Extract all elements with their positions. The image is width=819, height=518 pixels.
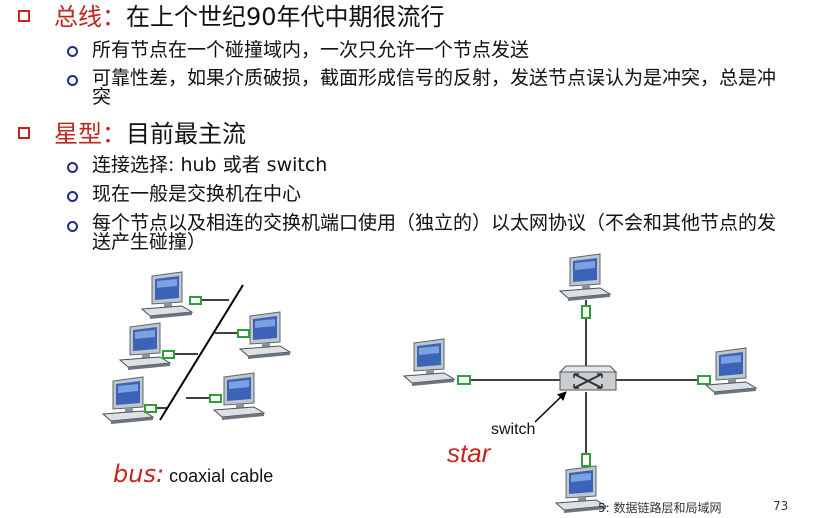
star-pc-top [559, 253, 611, 319]
circle-bullet-icon [67, 75, 78, 86]
bus-pc-3 [102, 376, 167, 425]
switch-device [558, 365, 618, 391]
circle-bullet-icon [67, 191, 78, 202]
bus-pc-2 [119, 322, 198, 371]
topology-diagram [102, 253, 757, 514]
bus-network [102, 271, 291, 425]
bullet-2-sub-3: 每个节点以及相连的交换机端口使用（独立的）以太网协议（不会和其他节点的发送产生碰… [92, 212, 777, 253]
bus-pc-5 [186, 372, 265, 421]
bullet-2-sub-1: 连接选择: hub 或者 switch [92, 154, 328, 176]
star-pc-right [697, 347, 757, 396]
star-pc-left [403, 338, 471, 387]
star-pc-bottom [555, 453, 607, 514]
footer-chapter: 5: 数据链路层和局域网 [598, 501, 722, 515]
bullet-2: 星型：目前最主流 [54, 121, 246, 147]
bullet-1-head: 总线： [54, 3, 126, 31]
star-label: star [447, 438, 491, 468]
bullet-1-text: 在上个世纪90年代中期很流行 [126, 3, 445, 31]
switch-x-icon [573, 373, 603, 389]
switch-pointer-arrow [534, 391, 567, 423]
circle-bullet-icon [67, 221, 78, 232]
bus-label: bus: coaxial cable [113, 460, 273, 488]
bullet-1-sub-2: 可靠性差，如果介质破损，截面形成信号的反射，发送节点误认为是冲突，总是冲突 [92, 67, 777, 108]
square-bullet-icon [18, 10, 30, 22]
square-bullet-icon [18, 127, 30, 139]
star-network [403, 253, 757, 514]
switch-label: switch [491, 421, 536, 438]
bus-label-term: bus: [113, 460, 165, 488]
bus-pc-1 [141, 271, 229, 320]
bullet-1-sub-1: 所有节点在一个碰撞域内，一次只允许一个节点发送 [92, 39, 530, 61]
circle-bullet-icon [67, 162, 78, 173]
bus-pc-4 [215, 311, 291, 360]
coaxial-cable-line [159, 284, 244, 421]
bullet-1: 总线：在上个世纪90年代中期很流行 [54, 4, 445, 30]
circle-bullet-icon [67, 46, 78, 57]
bus-label-caption: coaxial cable [169, 466, 274, 486]
bullet-2-sub-2: 现在一般是交换机在中心 [92, 183, 302, 205]
page-number: 73 [773, 499, 789, 513]
bullet-2-head: 星型： [54, 120, 126, 148]
bullet-2-text: 目前最主流 [126, 120, 246, 148]
